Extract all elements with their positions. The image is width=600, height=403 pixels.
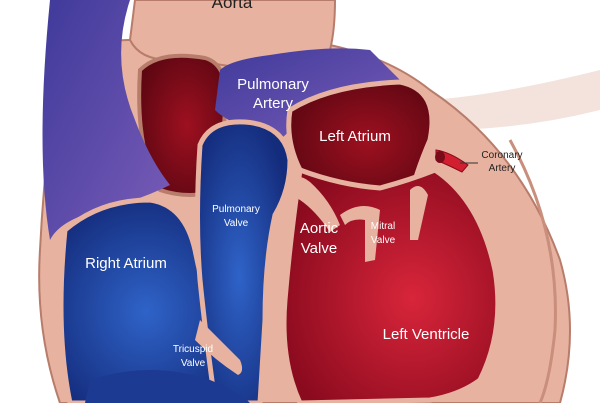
label-mitral-valve-1: Mitral — [371, 221, 395, 232]
label-tricuspid-valve-2: Valve — [181, 358, 206, 369]
label-left-ventricle: Left Ventricle — [383, 326, 470, 343]
label-mitral-valve-2: Valve — [371, 235, 396, 246]
label-pulmonary-valve-1: Pulmonary — [212, 204, 260, 215]
superior-vena-cava — [42, 0, 170, 240]
left-ventricle — [281, 166, 501, 403]
aortic-valve-flap — [285, 176, 340, 232]
label-right-atrium: Right Atrium — [85, 255, 167, 272]
pulmonary-artery — [215, 48, 400, 141]
label-tricuspid-valve-1: Tricuspid — [173, 344, 213, 355]
outer-wall-edge — [508, 139, 557, 403]
mitral-valve-right-flap — [410, 186, 428, 240]
label-aortic-valve-1: Aortic — [300, 220, 339, 237]
coronary-artery-opening — [435, 151, 445, 163]
label-coronary-artery-2: Artery — [489, 163, 516, 174]
label-aorta: Aorta — [212, 0, 253, 12]
label-pulmonary-artery-1: Pulmonary — [237, 76, 309, 93]
label-aortic-valve-2: Valve — [301, 240, 337, 257]
label-pulmonary-artery-2: Artery — [253, 95, 294, 112]
label-coronary-artery-1: Coronary — [481, 150, 522, 161]
label-pulmonary-valve-2: Valve — [224, 218, 249, 229]
pulmonary-outflow — [195, 119, 293, 403]
pale-vessel-right — [430, 70, 600, 130]
tricuspid-valve-flap — [195, 320, 243, 375]
lower-blue-chamber — [85, 370, 250, 403]
label-left-atrium: Left Atrium — [319, 128, 391, 145]
mitral-valve-flap — [340, 206, 380, 262]
